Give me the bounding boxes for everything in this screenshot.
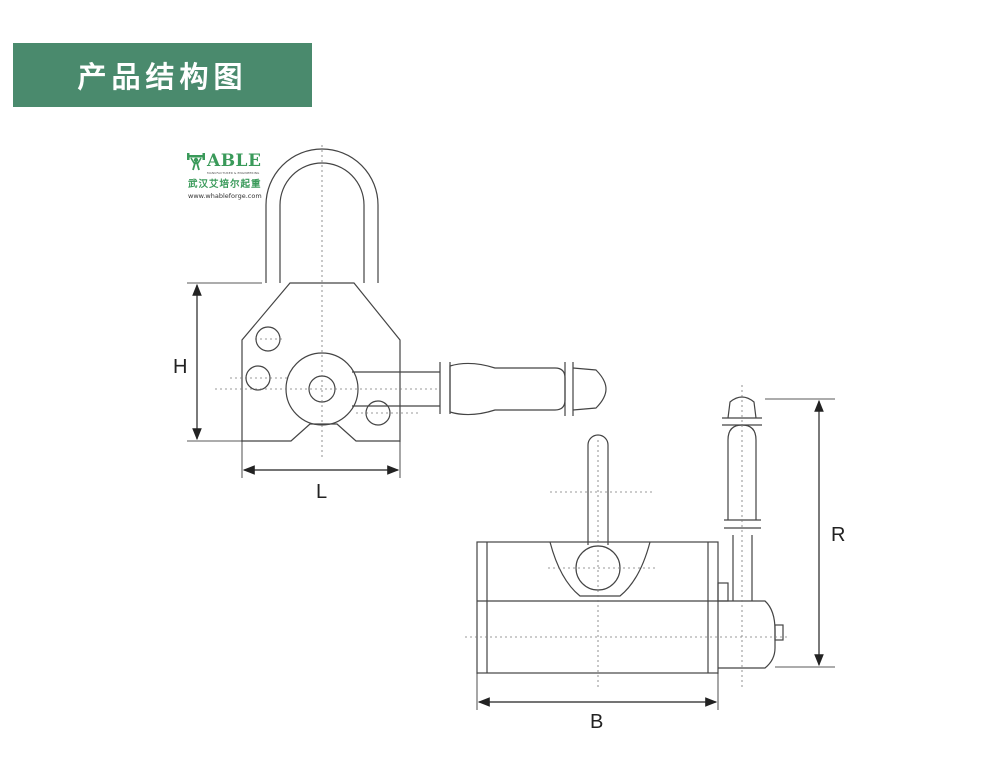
- handle-arm: [352, 371, 440, 407]
- handle-shaft: [732, 535, 753, 601]
- side-centerlines: [215, 145, 440, 460]
- front-body: [476, 541, 719, 674]
- shackle-outer: [265, 148, 379, 283]
- side-pin: [774, 624, 784, 641]
- logo-subtitle: MANUFACTURER & ENGINEERING: [207, 171, 260, 175]
- dim-r: [765, 398, 835, 668]
- logo-url: www.whableforge.com: [188, 192, 262, 200]
- dim-b: [476, 673, 719, 710]
- brand-logo: ABLE MANUFACTURER & ENGINEERING 武汉艾培尔起重 …: [186, 152, 274, 204]
- front-top-cut: [549, 541, 651, 597]
- side-view: [241, 148, 607, 442]
- page-title: 产品结构图: [77, 60, 248, 94]
- lifting-man-icon: [187, 153, 205, 171]
- handle-grip: [449, 362, 566, 416]
- dim-l: [241, 441, 401, 478]
- title-banner: 产品结构图: [13, 43, 312, 107]
- logo-company-name: 武汉艾培尔起重: [188, 179, 262, 190]
- front-view: [476, 396, 784, 674]
- side-body: [241, 282, 401, 442]
- dim-label-h: H: [173, 356, 188, 378]
- shackle-inner: [279, 162, 365, 283]
- dim-label-l: L: [316, 481, 328, 503]
- dim-label-r: R: [831, 524, 846, 546]
- lifting-eye: [587, 434, 609, 545]
- dim-label-b: B: [590, 711, 604, 733]
- side-block: [718, 600, 776, 669]
- front-centerlines: [465, 385, 790, 690]
- handle-knob: [572, 367, 607, 411]
- dim-h: [187, 282, 262, 442]
- logo-brand-text: ABLE: [207, 151, 262, 171]
